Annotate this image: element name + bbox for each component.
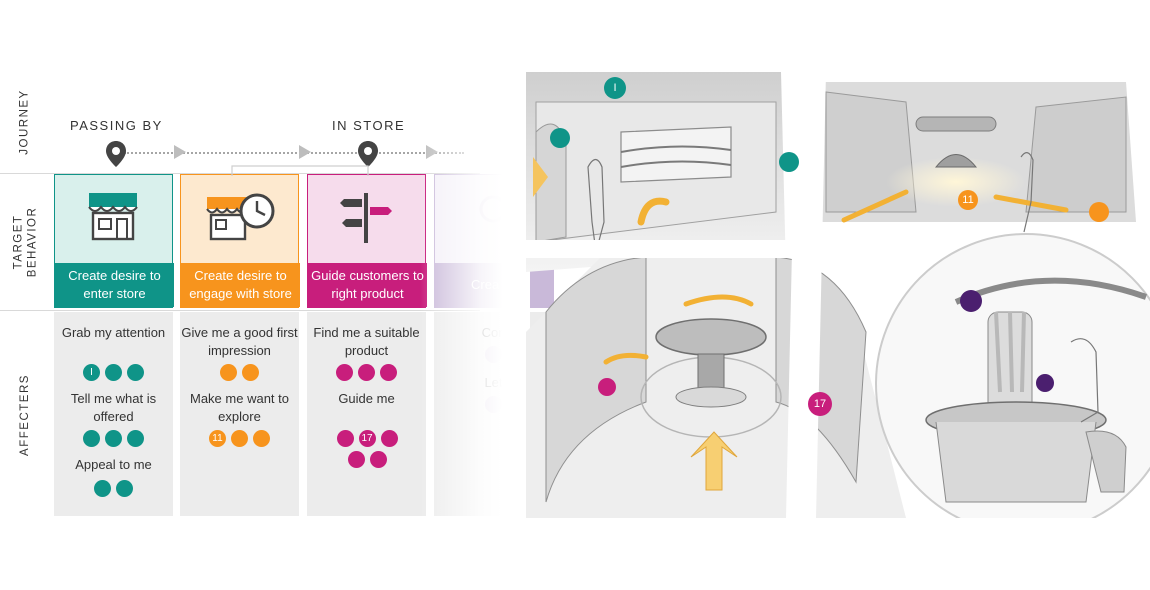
touchpoint-dot xyxy=(105,364,122,381)
touchpoint-dot xyxy=(242,364,259,381)
affecter-text: Appeal to me xyxy=(75,457,152,472)
affecter-text: Guide me xyxy=(338,391,395,406)
touchpoint-dot xyxy=(336,364,353,381)
touchpoint-dot xyxy=(253,430,270,447)
affecter-text: Grab my attention xyxy=(61,325,166,340)
sketch-storefront xyxy=(526,72,826,272)
customer-journey-map: JOURNEY TARGET BEHAVIOR AFFECTERS PASSIN… xyxy=(0,72,554,518)
touchpoint-dot xyxy=(347,451,365,468)
stage-label-in-store: IN STORE xyxy=(332,118,406,133)
touchpoint-dot: I xyxy=(83,364,100,381)
signpost-icon xyxy=(308,189,424,245)
row-label-target-behavior: TARGET BEHAVIOR xyxy=(12,206,39,278)
sketch-badge: 17 xyxy=(808,392,832,416)
touchpoint-dot xyxy=(336,430,354,447)
sketch-badge xyxy=(779,152,799,172)
affecter-dots xyxy=(54,480,173,497)
touchpoint-dot xyxy=(116,480,133,497)
touchpoint-dot xyxy=(380,364,397,381)
sketch-badge xyxy=(1089,202,1109,222)
affecter-text: Make me want to explore xyxy=(190,391,289,424)
touchpoint-dot xyxy=(83,430,100,447)
divider xyxy=(526,240,816,258)
target-behavior-card: Create desire to enter store xyxy=(54,174,174,308)
affecter-dots: I xyxy=(54,364,173,381)
row-divider xyxy=(0,173,480,174)
touchpoint-dot xyxy=(380,430,398,447)
row-divider xyxy=(0,310,480,311)
sketch-store-interior xyxy=(816,82,1136,233)
touchpoint-dot xyxy=(127,430,144,447)
storefront-icon xyxy=(55,189,171,241)
touchpoint-dot xyxy=(94,480,111,497)
affecter-text: Tell me what is offered xyxy=(70,391,157,424)
target-behavior-title: Guide customers to right product xyxy=(308,263,427,307)
target-behavior-text: Guide customers to right product xyxy=(311,268,424,301)
target-behavior-title: Create desire to engage with store xyxy=(181,263,300,307)
stage-label-passing-by: PASSING BY xyxy=(70,118,163,133)
touchpoint-dot xyxy=(105,430,122,447)
affecter-dots xyxy=(54,430,173,447)
touchpoint-dot xyxy=(358,364,375,381)
target-behavior-text: Create desire to enter store xyxy=(68,268,161,301)
affecter-dots: 17 xyxy=(332,430,402,468)
touchpoint-dot xyxy=(369,451,387,468)
sketch-seating-area xyxy=(526,252,906,518)
touchpoint-dot xyxy=(485,396,502,413)
arrow-right-icon xyxy=(174,145,186,159)
touchpoint-dot xyxy=(485,346,502,363)
touchpoint-dot xyxy=(127,364,144,381)
touchpoint-dot xyxy=(220,364,237,381)
arrow-right-icon xyxy=(426,145,438,159)
store-concept-sketches: I 11 17 xyxy=(526,72,1150,535)
sketch-badge xyxy=(598,378,616,396)
sketch-badge: I xyxy=(604,77,626,99)
affecter-dots: 11 xyxy=(180,430,299,447)
row-label-journey: JOURNEY xyxy=(19,89,32,155)
store-clock-icon xyxy=(181,189,297,241)
touchpoint-dot: 11 xyxy=(209,430,226,447)
journey-line xyxy=(124,152,464,154)
sketch-display-counter xyxy=(875,233,1150,535)
sketch-badge: 11 xyxy=(958,190,978,210)
affecter-text: Find me a suitable product xyxy=(313,325,420,358)
target-behavior-title: Create desire to enter store xyxy=(55,263,174,307)
location-pin-icon xyxy=(106,141,126,167)
sketch-badge xyxy=(960,290,982,312)
target-behavior-text: Crea for xyxy=(471,277,518,292)
location-pin-icon xyxy=(358,141,378,167)
sketch-badge xyxy=(1036,374,1054,392)
bracket-line xyxy=(231,165,369,176)
target-behavior-card: Create desire to engage with store xyxy=(180,174,300,308)
arrow-right-icon xyxy=(299,145,311,159)
row-label-affecters: AFFECTERS xyxy=(19,374,31,456)
affecter-dots xyxy=(307,364,426,381)
touchpoint-dot xyxy=(231,430,248,447)
affecter-text: Give me a good first impression xyxy=(181,325,298,358)
target-behavior-card: Guide customers to right product xyxy=(307,174,427,308)
touchpoint-dot: 17 xyxy=(358,430,376,447)
sketch-badge xyxy=(550,128,570,148)
target-behavior-text: Create desire to engage with store xyxy=(189,268,292,301)
affecter-dots xyxy=(180,364,299,381)
